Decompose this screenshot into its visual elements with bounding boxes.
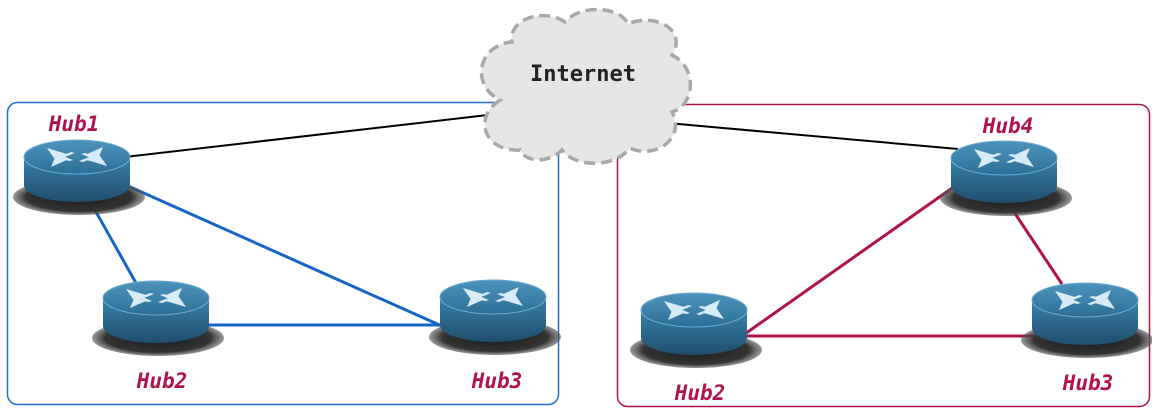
link-left-hub1-hub3: [127, 184, 445, 329]
router-icon: [629, 292, 763, 369]
right-group-frame: [616, 103, 1151, 408]
hub-label-left-hub1: Hub1: [48, 112, 100, 136]
router-icon: [428, 279, 562, 356]
link-internet-hub4: [655, 121, 959, 150]
hub-label-left-hub3: Hub3: [471, 369, 523, 393]
left-group-frame: [6, 101, 560, 406]
router-icon: [1020, 282, 1152, 359]
hub-label-right-hub2: Hub2: [674, 381, 726, 405]
internet-label: Internet: [530, 62, 636, 87]
link-right-hub4-hub2: [741, 184, 956, 338]
link-internet-hub1: [124, 112, 506, 158]
router-icon: [91, 280, 225, 357]
link-left-hub1-hub2: [89, 202, 138, 284]
router-icon: [12, 139, 146, 216]
hub-label-left-hub2: Hub2: [136, 369, 188, 393]
cloud-icon: Internet: [479, 7, 693, 165]
router-icon: [939, 140, 1073, 217]
hub-label-right-hub3: Hub3: [1062, 371, 1114, 395]
link-right-hub4-hub3: [1008, 205, 1064, 285]
hub-label-right-hub4: Hub4: [982, 114, 1034, 138]
